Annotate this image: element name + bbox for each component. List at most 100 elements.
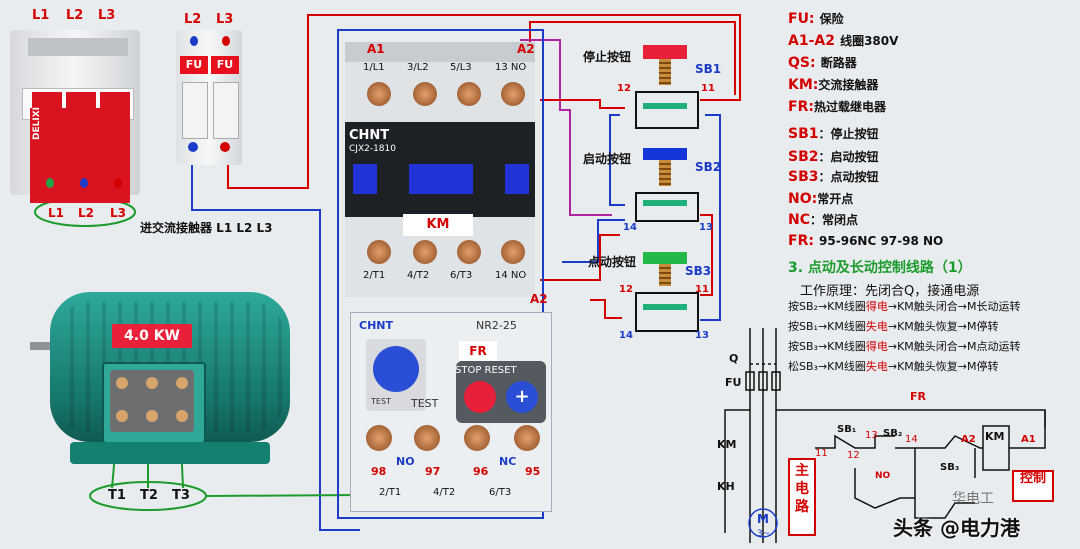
fuse-l2-label: L2: [184, 12, 202, 27]
fuse-block[interactable]: FU FU: [176, 30, 242, 165]
principle-line: 松SB₃→KM线圈失电→KM触头恢复→M停转: [788, 360, 999, 373]
breaker-l1-label: L1: [32, 8, 50, 23]
schem-sb1: SB₁: [837, 424, 856, 435]
watermark-badge: 华电工: [952, 491, 994, 507]
breaker-brand: DELIXI: [32, 107, 42, 140]
schem-n13: 13: [865, 430, 878, 441]
screw-icon: [367, 240, 391, 264]
legend-row: SB3：点动按钮: [788, 169, 879, 185]
sb2-right: 13: [699, 222, 713, 233]
legend-row: FU: 保险: [788, 11, 844, 27]
principle-line: 按SB₁→KM线圈失电→KM触头恢复→M停转: [788, 320, 999, 333]
screw-icon: [457, 82, 481, 106]
legend-row: NC：常闭点: [788, 212, 859, 228]
screw-icon: [501, 240, 525, 264]
overload-test: TEST: [411, 397, 439, 410]
screw-icon: [116, 377, 128, 389]
breaker-bottom-l1: L1: [48, 206, 64, 220]
screw-icon: [464, 425, 490, 451]
overload-model: NR2-25: [476, 319, 517, 332]
term-95: 95: [525, 465, 541, 478]
screw-icon: [414, 425, 440, 451]
legend-row: FR:热过载继电器: [788, 99, 886, 115]
motor-terminal-labels: T1 T2 T3: [100, 488, 210, 506]
schem-sb2: SB₂: [883, 428, 902, 439]
contactor-name: KM: [403, 214, 473, 236]
schem-motor-sub: 3~: [757, 529, 770, 539]
schem-fu: FU: [725, 376, 741, 389]
current-dial[interactable]: [373, 346, 419, 392]
screw-icon: [366, 425, 392, 451]
sb3-bottom-left: 14: [619, 330, 633, 341]
schem-km-coil: KM: [985, 430, 1004, 443]
sb1-left: 12: [617, 83, 631, 94]
sb2-left: 14: [623, 222, 637, 233]
start-button-label: 启动按钮: [583, 152, 632, 166]
breaker-top-labels: L1 L2 L3: [32, 8, 132, 28]
principle-lines: 按SB₂→KM线圈得电→KM触头闭合→M长动运转 按SB₁→KM线圈失电→KM触…: [788, 298, 1078, 378]
screw-icon: [146, 377, 158, 389]
jog-pushbutton[interactable]: 12 11 14 13: [619, 252, 709, 342]
term-5-l3: 5/L3: [450, 62, 472, 73]
fr-term-4-t2: 4/T2: [433, 487, 456, 498]
screw-icon: [176, 377, 188, 389]
breaker-caption: 进交流接触器 L1 L2 L3: [140, 221, 273, 235]
sb2-name: SB2: [695, 160, 722, 174]
contactor-brand: CHNT: [349, 128, 390, 143]
legend: FU: 保险 A1-A2 线圈380V QS: 断路器 KM:交流接触器 FR:…: [788, 8, 1078, 249]
contactor[interactable]: A1 A2 1/L1 3/L2 5/L3 13 NO CHNT CJX2-181…: [345, 42, 535, 297]
term-13-no: 13 NO: [495, 62, 527, 73]
motor-power-label: 4.0 KW: [112, 324, 192, 348]
contactor-a2: A2: [517, 42, 535, 56]
overload-stop-reset-text: STOP RESET: [455, 365, 517, 376]
sb3-bottom-right: 13: [695, 330, 709, 341]
screw-icon: [413, 240, 437, 264]
breaker-bottom-l3: L3: [110, 206, 126, 220]
legend-row: NO:常开点: [788, 191, 854, 207]
screw-icon: [501, 82, 525, 106]
contactor-a1: A1: [367, 42, 385, 56]
stop-button[interactable]: [464, 381, 496, 413]
sb3-top-right: 11: [695, 284, 709, 295]
schem-no: NO: [875, 471, 891, 481]
motor[interactable]: 4.0 KW: [30, 282, 305, 472]
sb3-name: SB3: [685, 264, 712, 278]
principle-title: 3. 点动及长动控制线路（1）: [788, 260, 972, 276]
legend-row: FR: 95-96NC 97-98 NO: [788, 233, 944, 249]
screw-icon: [514, 425, 540, 451]
breaker-bottom-l2: L2: [78, 206, 94, 220]
overload-term-numbers: 98 97 96 95: [351, 465, 551, 481]
watermark: 头条 @电力港: [893, 516, 1020, 540]
screw-icon: [367, 82, 391, 106]
contactor-a2-tag: A2: [530, 292, 548, 306]
legend-row: SB2：启动按钮: [788, 149, 879, 165]
schem-n14: 14: [905, 434, 918, 445]
main-circuit-label: 主电路: [788, 458, 816, 536]
schem-fr: FR: [910, 390, 927, 403]
schem-motor: M: [757, 512, 769, 526]
overload-no: NO: [396, 455, 415, 468]
overload-brand: CHNT: [359, 319, 393, 332]
principle-line: 按SB₃→KM线圈得电→KM触头闭合→M点动运转: [788, 340, 1021, 353]
screw-icon: [457, 240, 481, 264]
sb3-top-left: 12: [619, 284, 633, 295]
reset-button[interactable]: +: [506, 381, 538, 413]
control-label: 控制: [1012, 470, 1054, 502]
legend-row: A1-A2 线圈380V: [788, 33, 899, 49]
overload-nc: NC: [499, 455, 517, 468]
term-14-no: 14 NO: [495, 270, 527, 281]
breaker-l2-label: L2: [66, 8, 84, 23]
stop-pushbutton[interactable]: 12 11: [617, 45, 715, 130]
term-4-t2: 4/T2: [407, 270, 430, 281]
term-97: 97: [425, 465, 441, 478]
fuse-l3-label: L3: [216, 12, 234, 27]
overload-test-small: TEST: [371, 397, 391, 406]
schem-a1: A1: [1021, 434, 1036, 445]
jog-button-label: 点动按钮: [588, 255, 637, 269]
motor-t3: T3: [172, 488, 190, 503]
circuit-breaker[interactable]: DELIXI: [10, 30, 140, 203]
principle-intro: 工作原理：先闭合Q，接通电源: [800, 284, 980, 299]
overload-relay[interactable]: CHNT NR2-25 TEST FR STOP RESET + STOP RE…: [350, 312, 552, 512]
start-pushbutton[interactable]: 14 13: [623, 148, 713, 233]
schem-n11: 11: [815, 448, 828, 459]
